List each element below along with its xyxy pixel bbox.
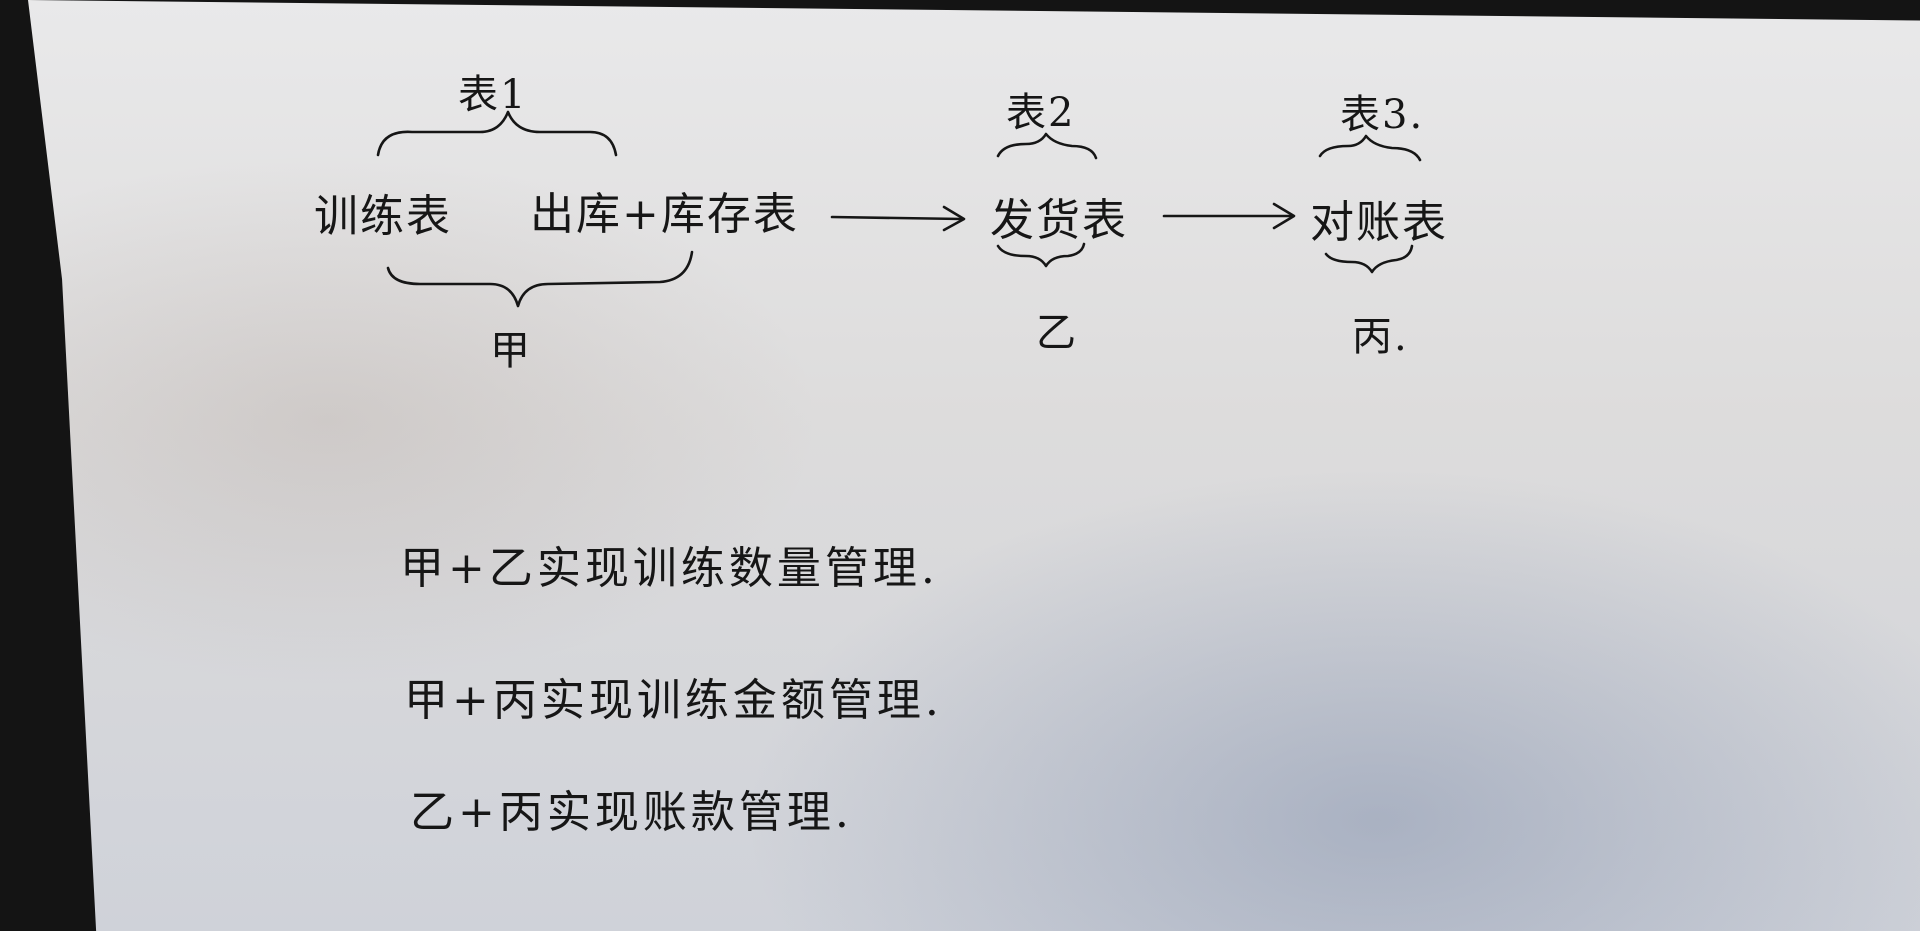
table3-bottom-brace <box>1324 244 1414 274</box>
table1-top-brace <box>376 110 618 157</box>
note-line-3: 乙+丙实现账款管理. <box>410 787 853 838</box>
table2-group-label: 乙 <box>1036 310 1078 356</box>
table1-right-node: 出库+库存表 <box>530 189 799 240</box>
arrow-head-1 <box>942 205 966 232</box>
table2-node: 发货表 <box>990 195 1128 246</box>
table3-top-brace <box>1318 134 1422 162</box>
table3-group-label: 丙. <box>1352 314 1409 360</box>
table1-bottom-brace <box>386 250 694 308</box>
arrow-table1-to-table2 <box>830 215 964 221</box>
table2-label: 表2 <box>1006 90 1076 136</box>
table2-top-brace <box>996 132 1098 160</box>
paper-sheet <box>28 0 1920 931</box>
note-line-1: 甲+乙实现训练数量管理. <box>400 543 939 594</box>
table2-bottom-brace <box>996 242 1086 268</box>
table3-node: 对账表 <box>1310 197 1448 248</box>
table3-label: 表3. <box>1340 92 1425 138</box>
table1-label: 表1 <box>458 72 528 118</box>
arrow-head-2 <box>1272 202 1296 230</box>
table1-left-node: 训练表 <box>314 191 452 242</box>
note-line-2: 甲+丙实现训练金额管理. <box>404 675 943 726</box>
table1-group-label: 甲 <box>490 328 532 374</box>
